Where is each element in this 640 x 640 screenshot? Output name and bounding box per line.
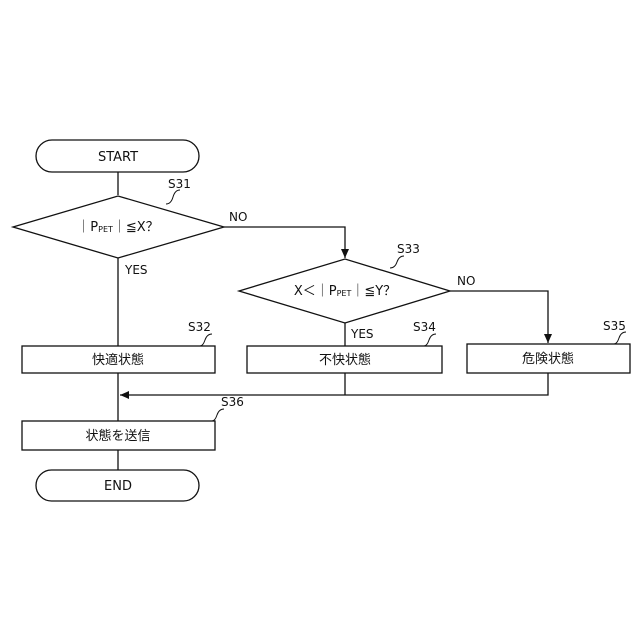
process-s34-label: 不快状態 — [319, 352, 371, 368]
branch-label-s31-no: NO — [229, 210, 247, 224]
branch-label-s31-yes: YES — [124, 263, 148, 277]
decision-s31-label: ｜PPET｜≦X？ — [77, 220, 158, 235]
end-label: END — [104, 479, 132, 494]
step-label-s31: S31 — [168, 177, 191, 191]
decision-s31-sub: PET — [98, 225, 113, 234]
process-s36: 状態を送信 S36 — [22, 395, 244, 450]
start-label: START — [98, 150, 138, 165]
end-terminal: END — [36, 470, 199, 501]
process-s36-label: 状態を送信 — [85, 428, 150, 444]
branch-label-s33-yes: YES — [350, 327, 374, 341]
branch-label-s33-no: NO — [457, 274, 475, 288]
process-s35-label: 危険状態 — [522, 351, 574, 367]
process-s32-label: 快適状態 — [92, 352, 144, 368]
edge-merge — [120, 373, 548, 395]
step-leader-s35 — [614, 332, 626, 344]
decision-s31-prefix: ｜P — [77, 220, 98, 235]
step-leader-s36 — [212, 409, 224, 421]
edge-s33-no — [450, 291, 548, 343]
decision-s31: ｜PPET｜≦X？ S31 NO YES — [13, 177, 247, 277]
decision-s33-prefix: X＜｜P — [294, 284, 337, 299]
decision-s33-suffix: ｜≦Y？ — [351, 284, 396, 299]
step-leader-s32 — [200, 334, 212, 346]
step-label-s36: S36 — [221, 395, 244, 409]
decision-s33: X＜｜PPET｜≦Y？ S33 NO YES — [239, 242, 475, 341]
step-label-s33: S33 — [397, 242, 420, 256]
step-label-s35: S35 — [603, 319, 626, 333]
start-terminal: START — [36, 140, 199, 172]
step-label-s34: S34 — [413, 320, 436, 334]
step-leader-s31 — [166, 190, 180, 204]
decision-s33-sub: PET — [337, 289, 352, 298]
step-leader-s34 — [424, 334, 436, 346]
step-leader-s33 — [390, 256, 404, 268]
edge-s31-no — [224, 227, 345, 258]
step-label-s32: S32 — [188, 320, 211, 334]
decision-s31-suffix: ｜≦X？ — [113, 220, 159, 235]
